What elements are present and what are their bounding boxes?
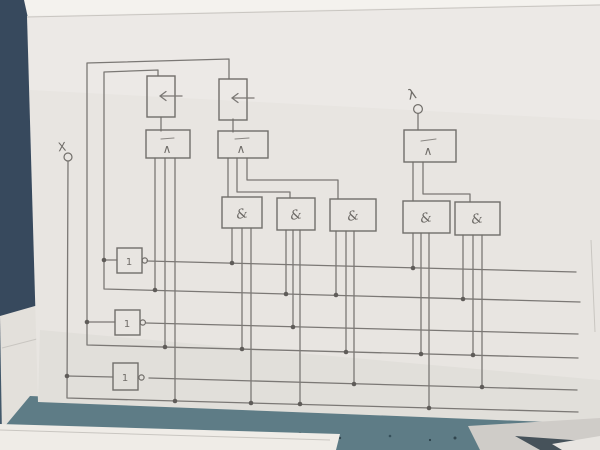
- junction-dot: [239, 346, 245, 352]
- junction-dot: [426, 405, 432, 411]
- not-symbol: 1: [124, 319, 130, 330]
- and-gate-d-pins: [412, 232, 430, 409]
- negation-bar: [160, 137, 175, 140]
- and-gate-c: &: [329, 198, 377, 232]
- paper-top-edge: [26, 4, 600, 18]
- terminal-circle: [63, 152, 73, 162]
- table-surface-dark-band: [0, 0, 44, 334]
- junction-dot: [343, 349, 349, 355]
- inverter-bubble: [138, 374, 145, 381]
- inverter-3: 1: [112, 362, 145, 391]
- flip-flop-1: [146, 75, 183, 118]
- nand-symbol: ∧: [424, 144, 433, 158]
- paper: [27, 4, 600, 424]
- inverter-bubble: [139, 319, 146, 326]
- junction-dot: [333, 292, 339, 298]
- and-gate-e-pins: [462, 234, 483, 388]
- paper-highlight: [27, 4, 600, 120]
- bus1: [146, 260, 577, 273]
- nand-symbol: ∧: [163, 142, 172, 156]
- and-symbol: &: [346, 208, 360, 225]
- bottom-sheet-edge: [0, 429, 331, 441]
- nand1-pins: [154, 157, 176, 402]
- junction-dot: [418, 351, 424, 357]
- junction-dot: [101, 257, 107, 263]
- inverter3-input-stub: [66, 375, 114, 378]
- junction-dot: [84, 319, 90, 325]
- input-terminal-x: X: [57, 140, 73, 162]
- junction-dot: [351, 381, 357, 387]
- bottom-sheet: [0, 424, 340, 450]
- nand-symbol: ∧: [237, 142, 246, 156]
- and-gate-b-pins: [285, 229, 301, 405]
- and-gate-e: &: [454, 201, 501, 236]
- junction-dot: [283, 291, 289, 297]
- junction-dot: [229, 260, 235, 266]
- paper-right-crease: [590, 239, 596, 333]
- junction-dot: [410, 265, 416, 271]
- x-input-label: X: [57, 140, 67, 155]
- junction-dot: [470, 352, 476, 358]
- negation-bar: [234, 137, 250, 140]
- junction-dot: [248, 400, 254, 406]
- nand-gate-2: ∧: [217, 130, 269, 159]
- junction-dot: [460, 296, 466, 302]
- lambda-label: λ: [406, 86, 418, 104]
- not-symbol: 1: [122, 373, 128, 384]
- inverter-bubble: [141, 257, 148, 264]
- feedback-loop-inner-and-bus2: [103, 69, 581, 303]
- junction-dot: [172, 398, 178, 404]
- junction-dot: [297, 401, 303, 407]
- nand-gate-1: ∧: [145, 129, 191, 159]
- and-symbol: &: [470, 211, 484, 228]
- junction-dot: [162, 344, 168, 350]
- and-symbol: &: [289, 207, 303, 224]
- terminal-lambda: λ: [406, 86, 424, 114]
- junction-dot: [152, 287, 158, 293]
- white-corner-bottom-right: [552, 436, 600, 450]
- nand3-pins: [412, 161, 471, 203]
- inverter-1: 1: [116, 247, 148, 274]
- x-input-rail-and-bus6: [66, 161, 579, 413]
- and-gate-a-pins: [231, 227, 252, 404]
- and-gate-c-pins: [335, 230, 355, 385]
- terminal-circle: [413, 103, 424, 114]
- and-gate-a: &: [221, 196, 263, 229]
- and-gate-d: &: [402, 200, 451, 234]
- junction-dot: [479, 384, 485, 390]
- bus5: [148, 377, 578, 391]
- nand-gate-3: ∧: [403, 129, 457, 163]
- junction-dot: [64, 373, 70, 379]
- junction-dot: [290, 324, 296, 330]
- flip-flop-2: [218, 78, 255, 121]
- nand2-pins: [227, 157, 339, 200]
- and-symbol: &: [235, 206, 249, 223]
- bus3: [145, 322, 579, 335]
- inverter-2: 1: [114, 309, 146, 336]
- not-symbol: 1: [126, 257, 132, 268]
- junction-dots: [64, 257, 485, 411]
- and-symbol: &: [419, 210, 433, 227]
- and-gate-b: &: [276, 197, 316, 231]
- negation-bar: [420, 138, 437, 142]
